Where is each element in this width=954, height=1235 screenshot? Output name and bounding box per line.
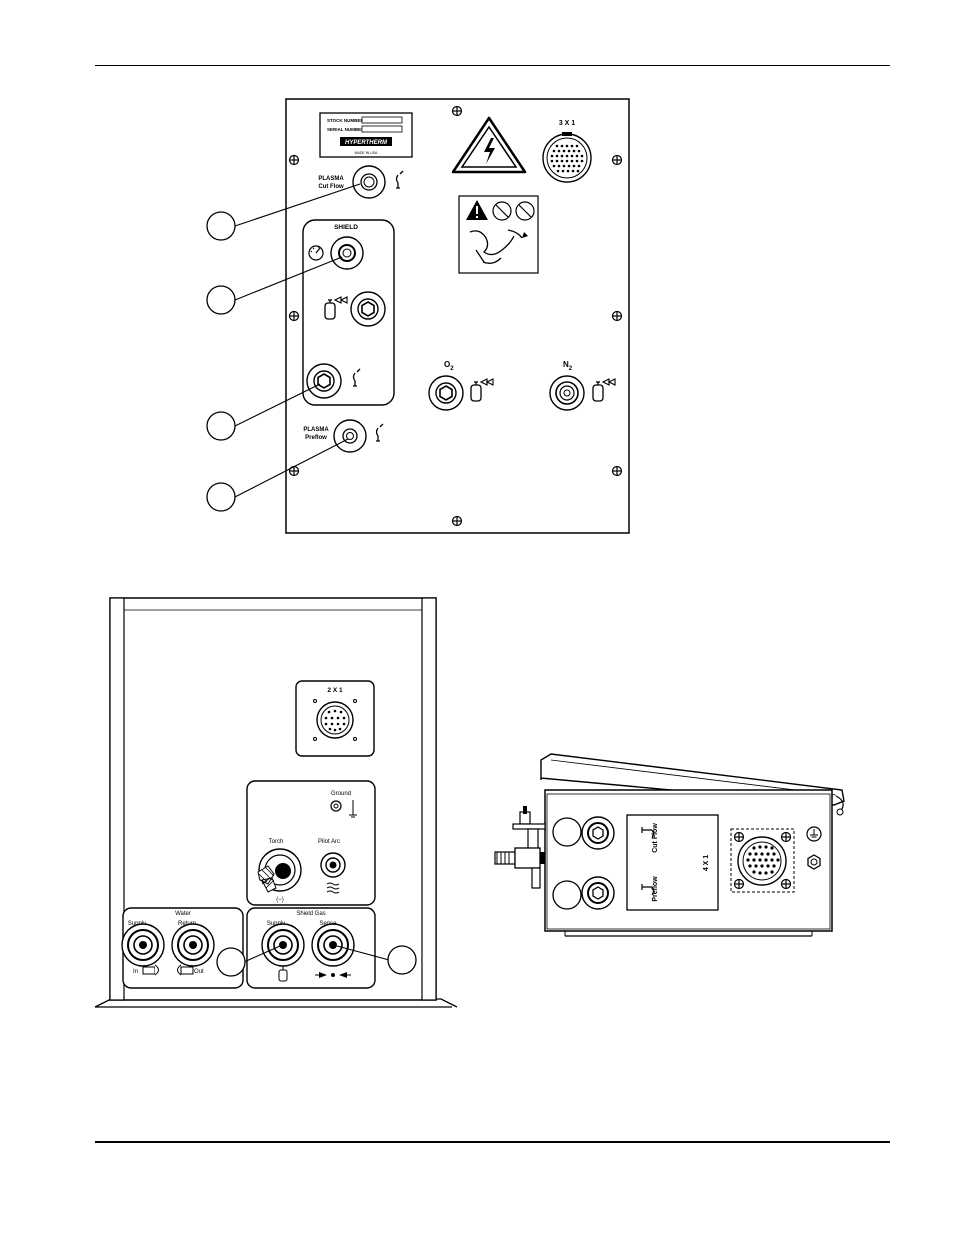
ground-stud-icon (330, 800, 357, 818)
cut-flow-label: Cut Flow (652, 823, 659, 853)
pilot-arc-label: Pilot Arc (318, 839, 340, 845)
torch-power-receptacle (257, 848, 302, 893)
high-voltage-warning-icon (451, 116, 527, 174)
torch-minus-label: (−) (276, 897, 284, 903)
side-bracket-fitting (494, 806, 546, 889)
pilot-arc-receptacle (320, 852, 346, 894)
gas-console-top-panel: STOCK NUMBER SERIAL NUMBER HYPERTHERM MA… (206, 98, 630, 534)
cut-flow-fitting (581, 816, 615, 850)
connector-2x1-icon (313, 699, 357, 741)
plasma-cut-flow-sublabel: Cut Flow (318, 184, 344, 190)
callout-bubble (206, 211, 236, 241)
plasma-preflow-sublabel: Preflow (305, 435, 327, 441)
stock-number-label: STOCK NUMBER (327, 118, 364, 123)
gas-console-side-view: Cut Flow Preflow 4 X 1 (494, 753, 845, 937)
callout-bubble (552, 817, 582, 847)
brand-label: HYPERTHERM (345, 140, 388, 146)
plate-foot-label: MADE IN USA (355, 151, 378, 155)
connector-3x1-icon (542, 132, 592, 183)
shield-gas-label: Shield Gas (296, 911, 325, 917)
n2-label: N2 (563, 360, 573, 372)
callout-bubble (206, 411, 236, 441)
caution-label-icon (458, 195, 539, 274)
serial-number-label: SERIAL NUMBER (327, 127, 365, 132)
ground-label: Ground (331, 791, 351, 797)
shield-gas-supply-fitting (261, 923, 305, 967)
water-return-fitting (171, 923, 215, 967)
callout-bubble (216, 947, 246, 977)
plasma-cut-flow-label: PLASMA (318, 176, 344, 182)
shield-gas-supply-label: Supply (267, 921, 285, 927)
serial-plate: STOCK NUMBER SERIAL NUMBER HYPERTHERM MA… (319, 112, 413, 158)
panel-screw (611, 310, 623, 322)
callout-bubble (206, 482, 236, 512)
connector-2x1-label: 2 X 1 (327, 687, 343, 694)
o2-inlet-fitting (428, 375, 464, 411)
connector-4x1-label: 4 X 1 (703, 855, 710, 871)
callouts-top (206, 183, 361, 512)
panel-screw (611, 465, 623, 477)
torch-icon (641, 884, 655, 896)
panel-screw (611, 154, 623, 166)
water-return-label: Return (178, 921, 196, 927)
panel-screw (451, 515, 463, 527)
water-in-label: In (133, 969, 138, 975)
n2-inlet-fitting (549, 375, 585, 411)
water-in-icon (142, 964, 159, 976)
plasma-preflow-fitting (333, 419, 367, 453)
panel-screw (288, 154, 300, 166)
preflow-fitting (581, 876, 615, 910)
o2-label: O2 (444, 360, 454, 372)
water-label: Water (175, 911, 191, 917)
power-supply-rear-panel: 2 X 1 Ground Torch Pilot Arc (94, 597, 458, 1008)
ground-icon (806, 826, 822, 842)
torch-label: Torch (269, 839, 284, 845)
gauge-icon (308, 245, 324, 261)
water-out-label: Out (194, 969, 204, 975)
footer-rule (95, 1141, 890, 1143)
shield-label: SHIELD (334, 224, 358, 231)
connector-3x1-label: 3 X 1 (559, 120, 575, 127)
water-supply-fitting (121, 923, 165, 967)
panel-screw (451, 105, 463, 117)
shield-section (302, 219, 395, 406)
plasma-cut-flow-fitting (352, 165, 386, 199)
connector-4x1-icon (730, 828, 795, 893)
shield-fitting (330, 236, 364, 270)
water-out-icon (177, 964, 194, 976)
ground-nut-icon (807, 854, 821, 870)
shield-gas-sense-fitting (311, 923, 355, 967)
panel-screw (288, 310, 300, 322)
torch-icon (641, 827, 655, 839)
callout-bubble (206, 285, 236, 315)
shield-gas-inlet-fitting (350, 291, 386, 327)
preflow-label: Preflow (652, 876, 659, 902)
callout-bubble (552, 880, 582, 910)
water-supply-label: Supply (128, 921, 146, 927)
gas-cylinder-icon (278, 966, 288, 982)
header-rule (95, 65, 890, 66)
callout-bubble (387, 945, 417, 975)
sense-arrows-icon (315, 972, 351, 978)
shield-torch-fitting (306, 363, 342, 399)
plasma-preflow-label: PLASMA (303, 427, 329, 433)
